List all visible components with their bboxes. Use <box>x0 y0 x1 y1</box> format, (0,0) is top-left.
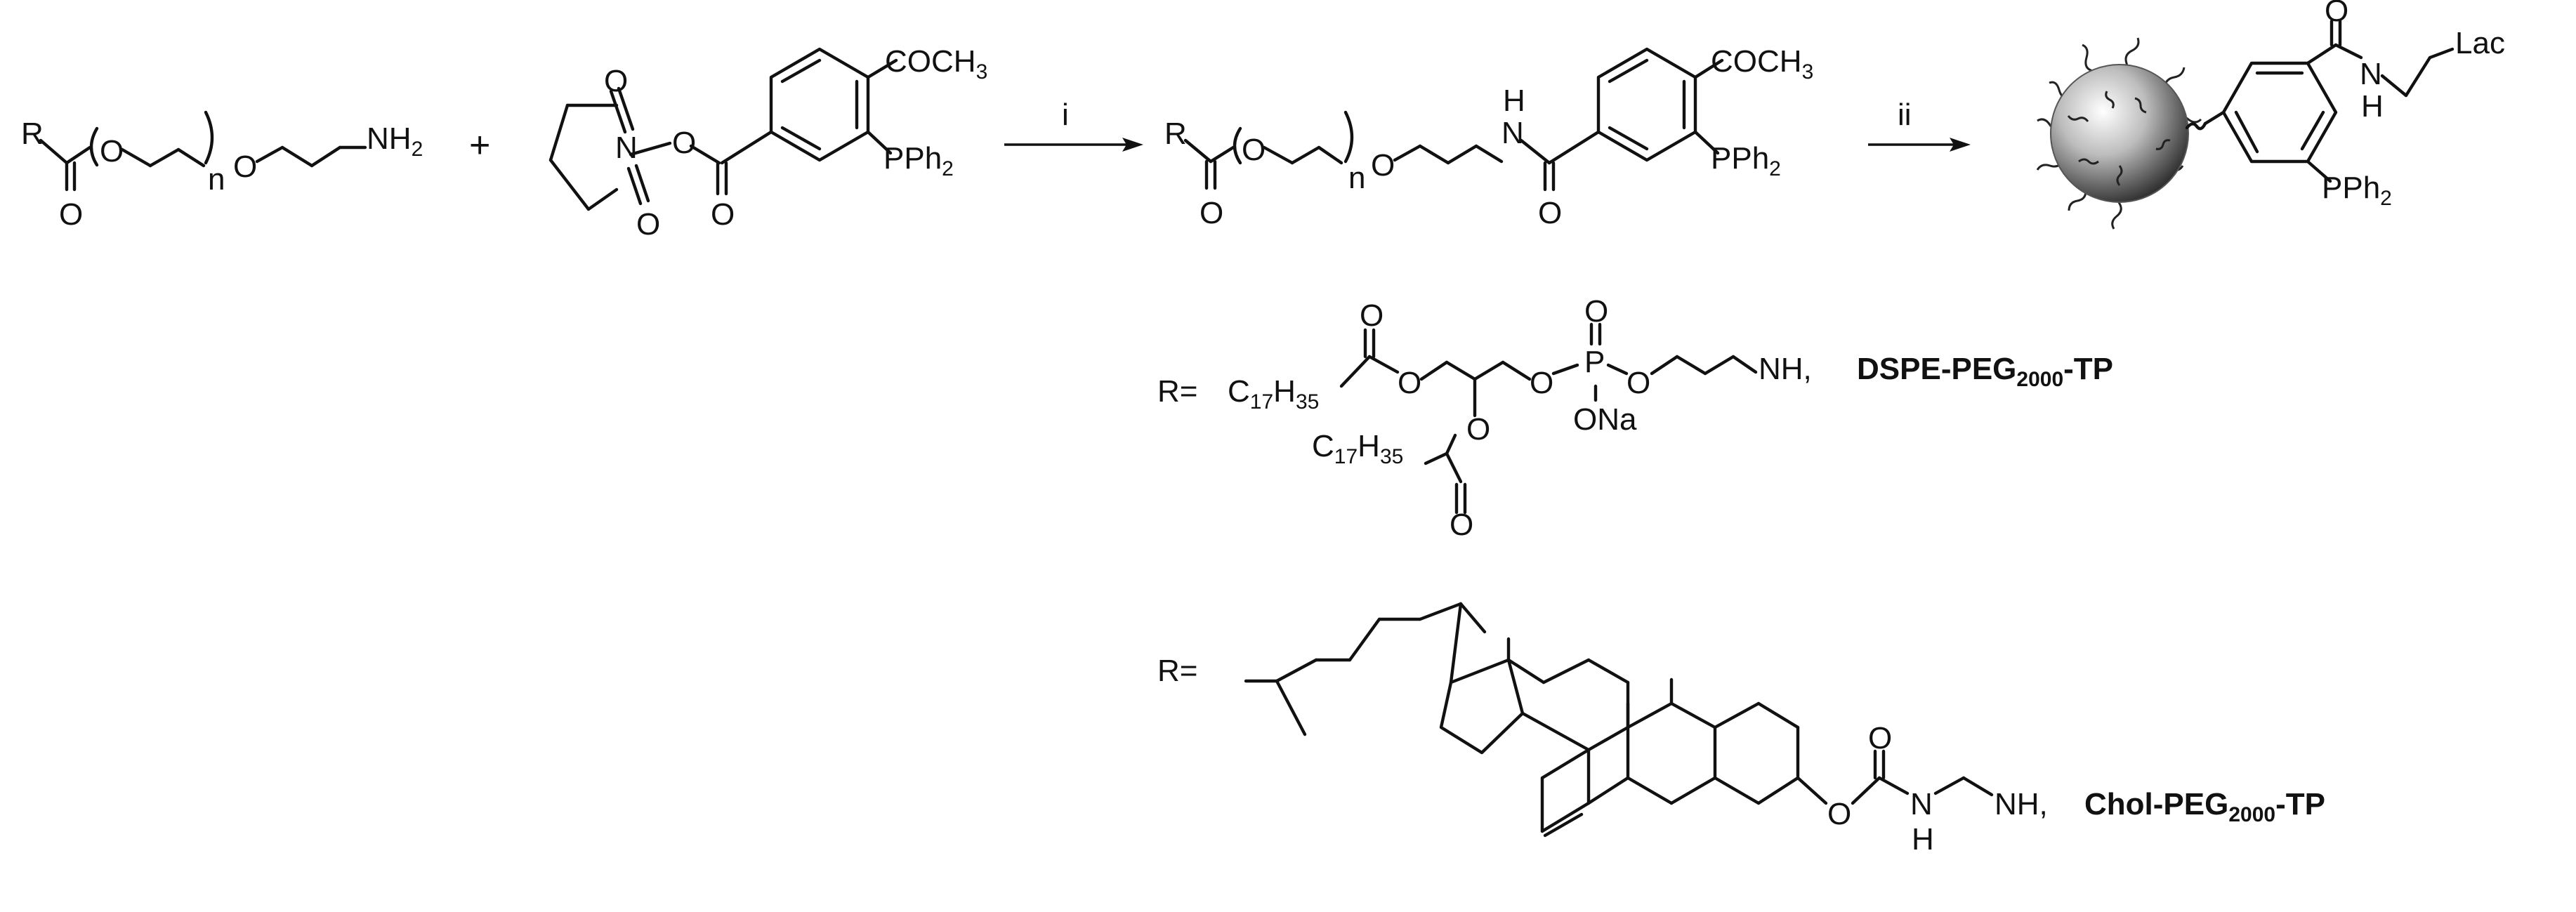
amide-nitrogen-label: N <box>2360 57 2382 91</box>
amine-peg-reactant: R O O n O NH2 <box>21 110 423 232</box>
ester-oxygen-2-label: O <box>1466 412 1490 447</box>
carbamate-hydrogen-label: H <box>1912 822 1934 857</box>
bridge-oxygen-label: O <box>233 150 257 184</box>
amine-label: NH2 <box>367 121 423 161</box>
phosphine-group-label: PPh2 <box>883 141 954 180</box>
step-i-label: i <box>1062 98 1069 132</box>
imide-carbonyl-bottom-label: O <box>636 207 660 242</box>
phosphate-oxygen-left-label: O <box>1530 366 1553 400</box>
repeat-n-label: n <box>1348 161 1365 195</box>
carbonyl-oxygen-label: O <box>1200 196 1223 230</box>
peg-phosphine-product: R O O n O H N O COCH3 PPh2 <box>1164 44 1813 230</box>
carbonyl-oxygen-label: O <box>59 197 83 232</box>
amide-nitrogen-label: N <box>1501 116 1524 150</box>
plus-sign: + <box>469 125 490 166</box>
nh-label: NH, <box>1759 352 1812 386</box>
carbonyl-oxygen-2-label: O <box>1450 508 1473 542</box>
sodium-oxide-label: ONa <box>1573 402 1637 437</box>
lactose-label: Lac <box>2455 26 2505 60</box>
ether-oxygen-label: O <box>1242 133 1266 167</box>
carbamate-carbonyl-oxygen-label: O <box>1868 721 1892 755</box>
phosphorus-label: P <box>1584 345 1605 379</box>
step-ii-label: ii <box>1898 98 1912 132</box>
ester-oxygen-1-label: O <box>1398 366 1421 400</box>
peg-product-bonds <box>1183 47 1724 192</box>
amine-peg-bonds <box>39 110 367 192</box>
r-group-label: R <box>1164 117 1187 151</box>
phosphoryl-oxygen-label: O <box>1584 294 1608 329</box>
acetyl-group-label: COCH3 <box>1711 44 1813 84</box>
reaction-arrow-ii: ii <box>1868 98 1971 152</box>
acyl-chain-1-label: C17H35 <box>1228 374 1319 414</box>
r-equals-label: R= <box>1157 374 1197 409</box>
carbonyl-oxygen-1-label: O <box>1360 298 1384 333</box>
dspe-conjugate-name: DSPE-PEG2000-TP <box>1857 352 2113 391</box>
amide-hydrogen-label: H <box>2361 89 2384 124</box>
carbamate-oxygen-label: O <box>1827 797 1851 831</box>
dspe-bonds <box>1339 322 1758 515</box>
cholesterol-bonds <box>1244 602 1994 838</box>
nanoparticle-ligand-bonds <box>2185 19 2455 183</box>
bridge-oxygen-label: O <box>1371 148 1395 183</box>
phosphine-group-label: PPh2 <box>2322 171 2392 210</box>
reaction-arrow-i: i <box>1004 98 1143 152</box>
imide-nitrogen-label: N <box>615 131 638 165</box>
phosphine-group-label: PPh2 <box>1711 141 1781 180</box>
nanoparticle-surface-chains <box>2067 91 2171 186</box>
r-group-label: R <box>21 117 44 151</box>
nanoparticle-product: O N H Lac PPh2 <box>2036 0 2505 230</box>
phosphate-oxygen-right-label: O <box>1627 366 1650 400</box>
nhs-ester-bonds <box>548 47 898 211</box>
nh-label: NH, <box>1995 787 2048 821</box>
repeat-n-label: n <box>208 162 225 197</box>
ester-carbonyl-oxygen-label: O <box>711 197 735 232</box>
nhs-ester-reactant: N O O O O COCH3 PPh2 <box>548 44 987 242</box>
r-equals-label: R= <box>1157 654 1197 688</box>
amide-hydrogen-label: H <box>1503 84 1525 118</box>
carbamate-nitrogen-label: N <box>1910 787 1933 821</box>
imide-carbonyl-top-label: O <box>604 64 628 98</box>
acyl-chain-2-label: C17H35 <box>1312 429 1403 468</box>
amide-oxygen-label: O <box>1538 196 1562 230</box>
chol-conjugate-name: Chol-PEG2000-TP <box>2084 787 2325 826</box>
nanoparticle-sphere <box>2050 64 2189 203</box>
r-group-cholesterol: R= <box>1157 602 2325 857</box>
ether-oxygen-label: O <box>100 134 124 168</box>
acetyl-group-label: COCH3 <box>885 44 987 84</box>
amide-oxygen-label: O <box>2325 0 2348 28</box>
r-group-dspe: R= C17H35 O O <box>1157 294 2113 542</box>
ester-link-oxygen-label: O <box>672 126 696 160</box>
